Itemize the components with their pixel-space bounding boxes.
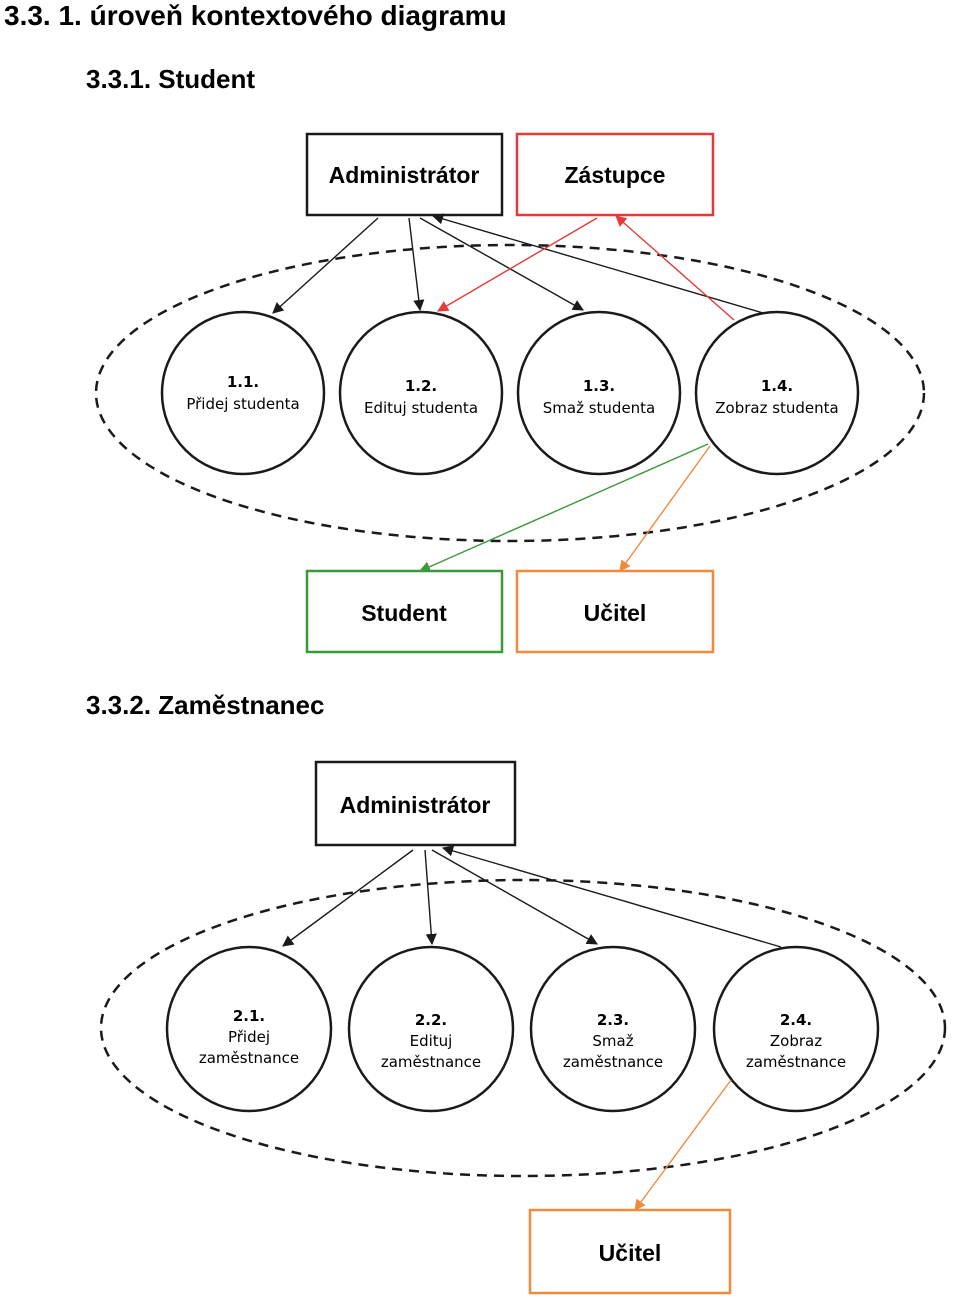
process-label-line2: zaměstnance: [381, 1053, 481, 1071]
process-1-1: 1.1. Přidej studenta: [160, 310, 326, 476]
section-heading-student: 3.3.1. Student: [86, 64, 256, 94]
process-label-line2: zaměstnance: [199, 1049, 299, 1067]
entity-administrator: Administrátor: [314, 760, 517, 847]
employee-context-diagram: Administrátor Učitel 2.1. Přidej zaměstn…: [99, 760, 947, 1295]
entity-zastupce-label: Zástupce: [565, 162, 666, 188]
section-heading-employee: 3.3.2. Zaměstnanec: [86, 690, 325, 720]
entity-administrator: Administrátor: [305, 132, 504, 217]
process-1-2: 1.2. Edituj studenta: [338, 310, 504, 476]
entity-student: Student: [305, 569, 504, 654]
flow-admin-to-1-3: [419, 217, 584, 311]
process-label-line1: Edituj: [410, 1032, 453, 1050]
system-boundary: [94, 243, 926, 543]
process-number: 2.2.: [415, 1011, 447, 1029]
entity-administrator-label: Administrátor: [340, 792, 491, 818]
process-label-line2: zaměstnance: [563, 1053, 663, 1071]
flow-admin-to-2-3: [431, 849, 598, 945]
flow-1-4-to-zastupce: [615, 215, 735, 321]
flow-1-4-to-ucitel: [619, 445, 711, 572]
entity-ucitel-label: Učitel: [584, 600, 647, 626]
process-label-line1: Zobraz: [770, 1032, 822, 1050]
process-1-3: 1.3. Smaž studenta: [516, 310, 682, 476]
process-label-line2: zaměstnance: [746, 1053, 846, 1071]
process-number: 1.1.: [227, 373, 259, 391]
process-2-1: 2.1. Přidej zaměstnance: [165, 945, 333, 1113]
page-title: 3.3. 1. úroveň kontextového diagramu: [4, 0, 507, 31]
flow-2-4-to-ucitel: [634, 1079, 732, 1211]
flow-zastupce-to-1-2: [437, 217, 598, 312]
flow-admin-to-2-2: [424, 849, 437, 946]
process-2-3: 2.3. Smaž zaměstnance: [529, 945, 697, 1113]
process-number: 1.2.: [405, 377, 437, 395]
process-number: 1.3.: [583, 377, 615, 395]
process-label: Přidej studenta: [186, 395, 299, 413]
process-label: Edituj studenta: [364, 399, 478, 417]
process-label: Zobraz studenta: [715, 399, 839, 417]
process-label-line1: Smaž: [592, 1032, 633, 1050]
entity-ucitel-label: Učitel: [599, 1240, 662, 1266]
entity-zastupce: Zástupce: [515, 132, 715, 217]
process-number: 1.4.: [761, 377, 793, 395]
process-2-2: 2.2. Edituj zaměstnance: [347, 945, 515, 1113]
process-number: 2.4.: [780, 1011, 812, 1029]
system-boundary: [99, 878, 947, 1178]
flow-1-4-to-student: [418, 443, 709, 573]
process-number: 2.1.: [233, 1007, 265, 1025]
process-number: 2.3.: [597, 1011, 629, 1029]
process-2-4: 2.4. Zobraz zaměstnance: [712, 945, 880, 1113]
flow-admin-to-2-1: [282, 849, 414, 947]
entity-ucitel: Učitel: [515, 569, 715, 654]
student-context-diagram: Administrátor Zástupce Student Učitel 1.…: [94, 132, 926, 654]
flow-2-4-to-admin: [441, 845, 782, 948]
entity-student-label: Student: [361, 600, 447, 626]
process-label: Smaž studenta: [543, 399, 656, 417]
entity-ucitel: Učitel: [528, 1208, 732, 1295]
process-label-line1: Přidej: [228, 1028, 270, 1046]
process-1-4: 1.4. Zobraz studenta: [694, 310, 860, 476]
flow-admin-to-1-1: [272, 217, 379, 314]
flow-admin-to-1-2: [408, 217, 425, 312]
entity-administrator-label: Administrátor: [329, 162, 480, 188]
